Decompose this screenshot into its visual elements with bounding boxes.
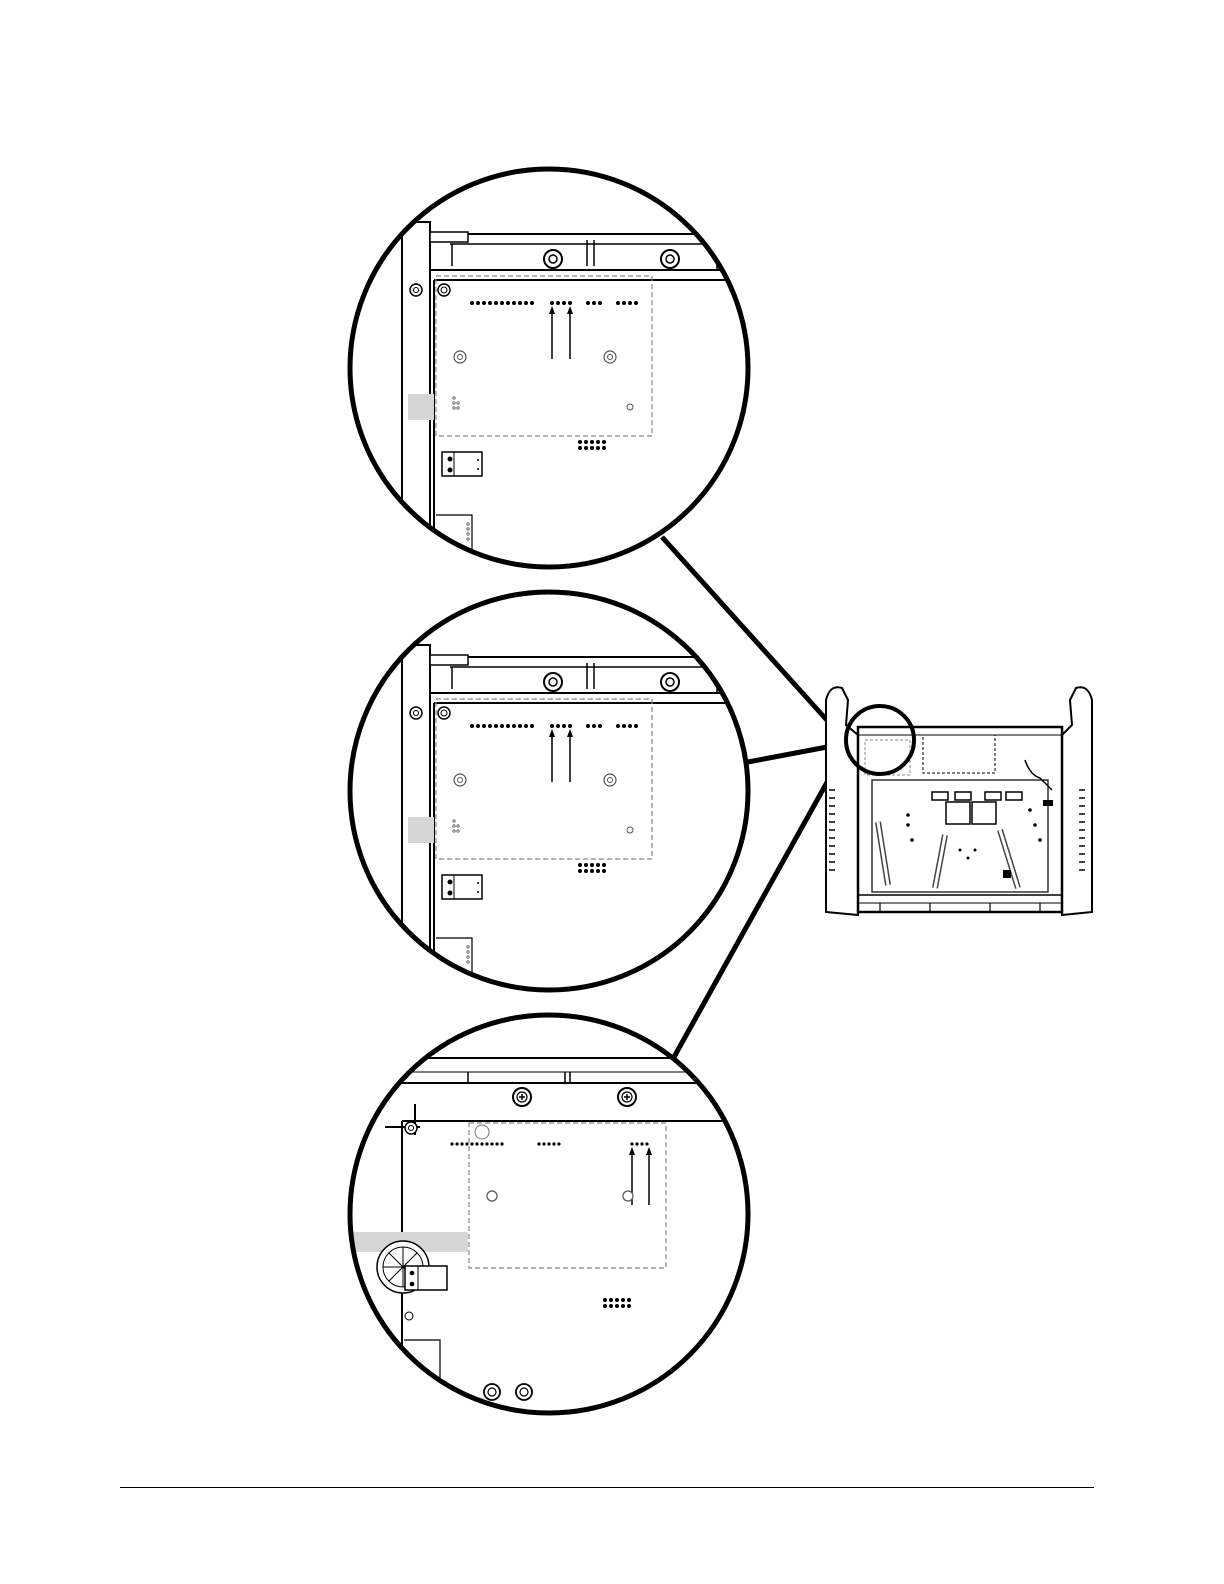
detail-view-top <box>350 169 748 652</box>
footer-rule <box>120 1487 1094 1488</box>
detail-view-middle <box>350 592 748 1075</box>
callout-leaders <box>662 537 845 1057</box>
detail-view-bottom <box>350 1015 750 1420</box>
unit-overview <box>826 687 1092 915</box>
